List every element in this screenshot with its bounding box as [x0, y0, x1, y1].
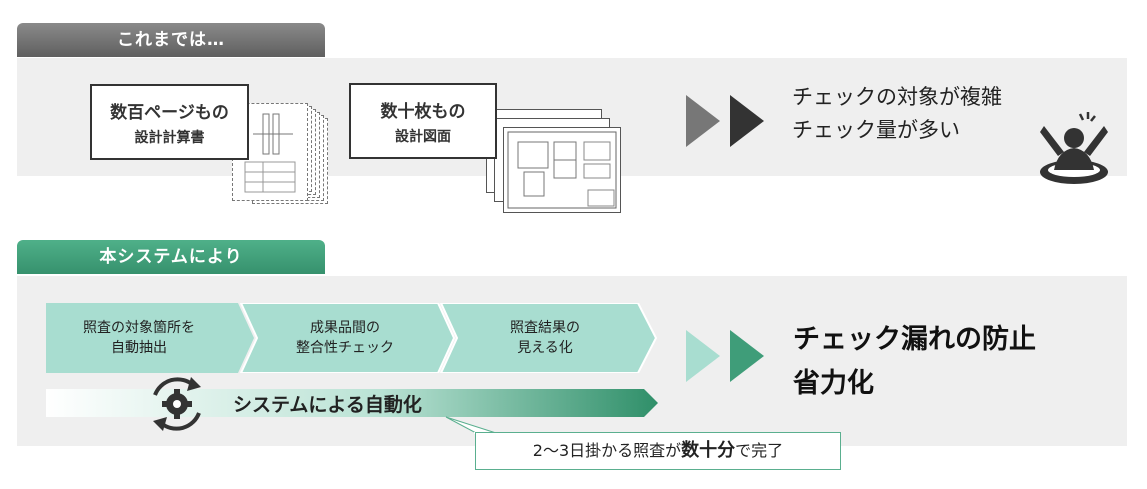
process-chevrons [46, 303, 658, 373]
step-3-line2: 見える化 [517, 340, 573, 356]
result-text: チェック漏れの防止 省力化 [793, 318, 1036, 406]
drawing-sheet-front [503, 127, 621, 213]
step-2: 成果品間の 整合性チェック [255, 318, 435, 358]
after-arrows-icon [686, 330, 764, 382]
stressed-person-icon [1040, 112, 1108, 184]
before-tab-label: これまでは… [117, 30, 225, 50]
automation-label: システムによる自動化 [233, 394, 422, 416]
calc-doc-line1: 数百ページもの [110, 103, 229, 123]
callout-prefix: 2～3日掛かる照査が [532, 441, 682, 460]
gear-cycle-icon [153, 377, 201, 431]
before-section-tab: これまでは… [17, 23, 325, 57]
drawing-document-label: 数十枚もの 設計図面 [349, 83, 497, 159]
drawing-doc-line1: 数十枚もの [380, 102, 466, 122]
problem-line-2: チェック量が多い [792, 118, 960, 142]
before-arrows-icon [686, 95, 764, 147]
step-1-line1: 照査の対象箇所を [83, 320, 195, 336]
step-1-line2: 自動抽出 [111, 340, 167, 356]
callout-emphasis: 数十分 [681, 440, 736, 461]
result-line-2: 省力化 [793, 368, 874, 399]
calc-document-label: 数百ページもの 設計計算書 [90, 84, 249, 160]
after-tab-label: 本システムにより [99, 247, 243, 267]
result-line-1: チェック漏れの防止 [793, 324, 1036, 355]
step-2-line2: 整合性チェック [296, 340, 394, 356]
callout-box: 2～3日掛かる照査が数十分で完了 [475, 432, 841, 470]
step-3: 照査結果の 見える化 [455, 318, 635, 358]
drawing-doc-line2: 設計図面 [395, 129, 451, 145]
step-3-line1: 照査結果の [510, 320, 580, 336]
callout-suffix: で完了 [735, 441, 784, 460]
problem-line-1: チェックの対象が複雑 [792, 85, 1002, 109]
after-section-tab: 本システムにより [17, 240, 325, 274]
calc-doc-line2: 設計計算書 [134, 130, 205, 146]
problem-text: チェックの対象が複雑 チェック量が多い [792, 81, 1002, 147]
step-2-line1: 成果品間の [310, 320, 380, 336]
step-1: 照査の対象箇所を 自動抽出 [50, 318, 228, 358]
automation-bar [46, 389, 658, 417]
